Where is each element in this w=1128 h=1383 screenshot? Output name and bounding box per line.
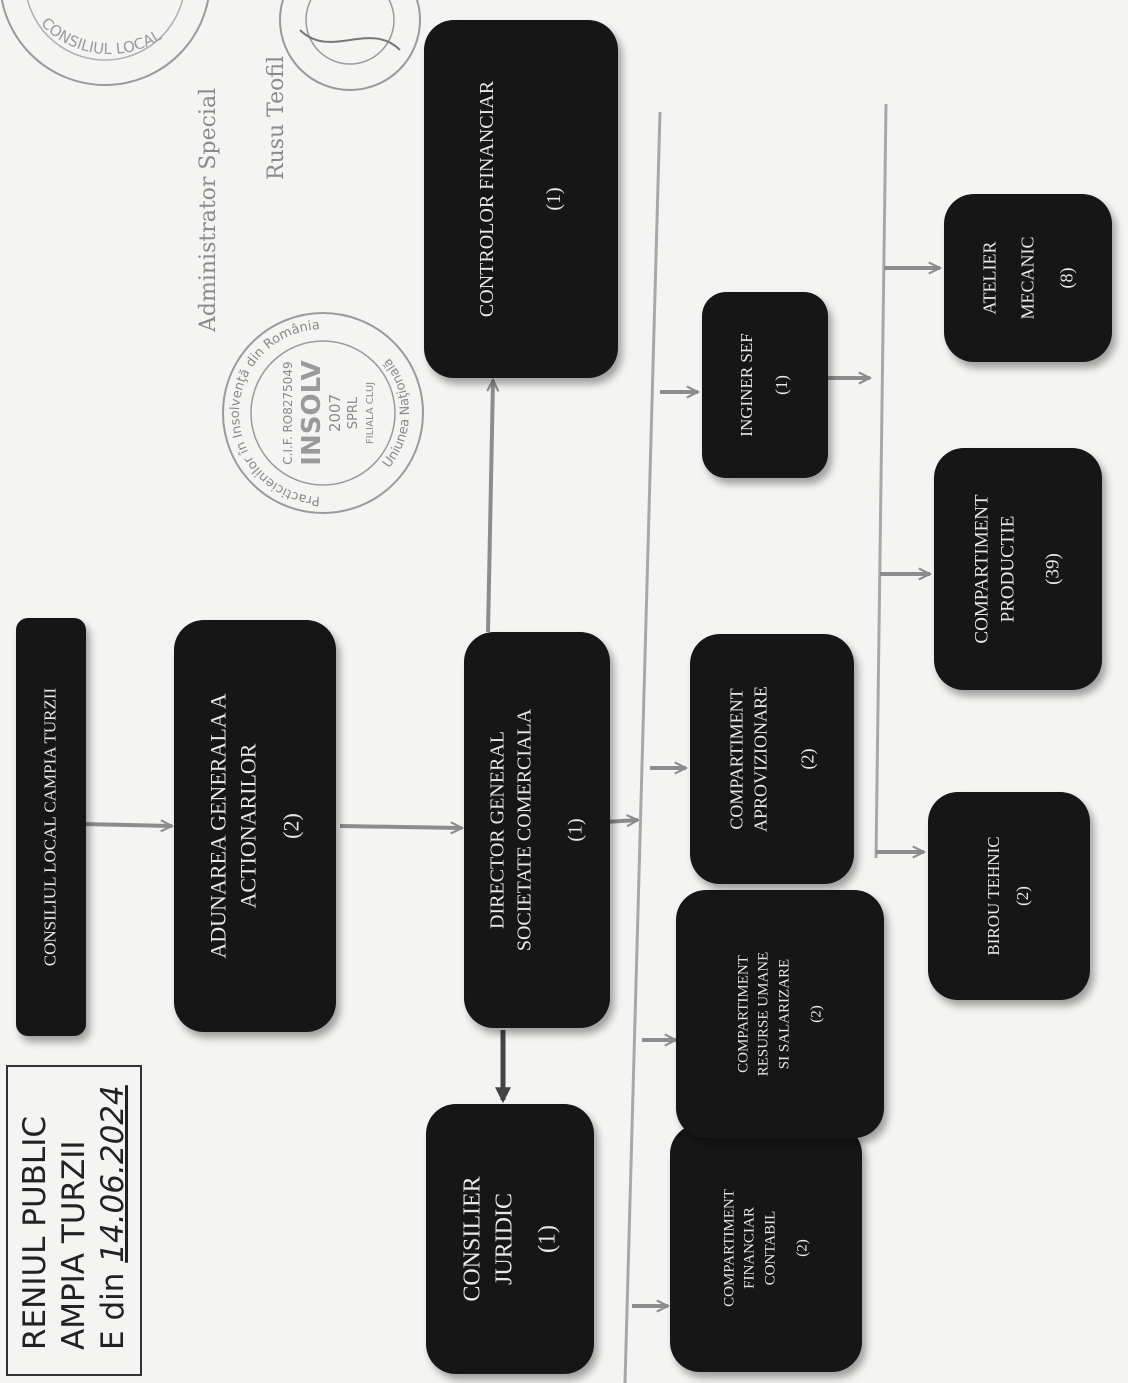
productie-line-1: COMPARTIMENT	[971, 494, 993, 644]
insolv-stamp-bottom: Uniunea Naţională	[380, 355, 413, 471]
council-stamp: CONSILIUL LOCAL	[0, 0, 210, 86]
arrow-adunarea-director	[339, 826, 462, 828]
node-comp-aprovizionare: COMPARTIMENT APROVIZIONARE (2)	[690, 634, 854, 884]
birou-count: (2)	[1013, 886, 1032, 906]
adunarea-line-2: ACTIONARILOR	[235, 743, 261, 909]
adunarea-count: (2)	[278, 813, 304, 839]
registration-line-3: E din 14.06.2024	[94, 1085, 131, 1350]
atelier-line-2: MECANIC	[1017, 236, 1038, 320]
resurse-line-2: RESURSE UMANE	[755, 951, 772, 1077]
arrow-director-bus	[604, 820, 638, 822]
inginer-line-1: INGINER SEF	[737, 333, 757, 437]
node-comp-productie: COMPARTIMENT PRODUCTIE (39)	[934, 448, 1102, 690]
registration-date: 14.06.2024	[94, 1085, 131, 1263]
controlor-count: (1)	[543, 187, 565, 211]
aprovizionare-line-1: COMPARTIMENT	[726, 688, 747, 830]
aprovizionare-line-2: APROVIZIONARE	[750, 686, 771, 832]
director-line-1: DIRECTOR GENERAL	[486, 731, 509, 929]
insolv-stamp-year: 2007	[326, 394, 344, 432]
administrator-title: Administrator Special	[196, 87, 221, 332]
atelier-line-1: ATELIER	[979, 241, 1000, 315]
aprovizionare-count: (2)	[797, 748, 818, 770]
resurse-line-3: SI SALARIZARE	[776, 958, 792, 1070]
node-inginer: INGINER SEF (1)	[702, 292, 828, 478]
registration-line-1: RENIUL PUBLIC	[17, 1116, 53, 1350]
insolv-stamp: Practicienilor în Insolvenţă din România…	[222, 312, 424, 514]
node-comp-financiar: COMPARTIMENT FINANCIAR CONTABIL (2)	[670, 1124, 862, 1372]
svg-text:Uniunea Naţională: Uniunea Naţională	[380, 355, 413, 471]
insolv-stamp-type: SPRL	[346, 396, 361, 429]
financiar-line-2: FINANCIAR	[741, 1207, 758, 1289]
insolv-stamp-name: INSOLV	[297, 360, 327, 465]
node-consilier: CONSILIER JURIDIC (1)	[426, 1104, 594, 1374]
arrow-consiliul-adunarea	[81, 824, 172, 826]
resurse-line-1: COMPARTIMENT	[735, 955, 752, 1073]
node-consiliul: CONSILIUL LOCAL CAMPIA TURZII	[16, 618, 86, 1036]
node-birou: BIROU TEHNIC (2)	[928, 792, 1090, 1000]
bus-line-2	[874, 103, 888, 859]
productie-count: (39)	[1042, 553, 1064, 585]
insolv-stamp-branch: FILIALA CLUJ	[365, 382, 376, 444]
council-stamp-text: CONSILIUL LOCAL	[38, 14, 165, 58]
consilier-line-1: CONSILIER	[459, 1176, 486, 1302]
node-atelier: ATELIER MECANIC (8)	[944, 194, 1112, 362]
arrow-director-controlor	[486, 380, 493, 633]
inginer-count: (1)	[772, 375, 791, 395]
registration-box: RENIUL PUBLIC AMPIA TURZII E din 14.06.2…	[6, 1065, 143, 1376]
node-director: DIRECTOR GENERAL SOCIETATE COMERCIALA (1…	[464, 632, 610, 1028]
birou-line-1: BIROU TEHNIC	[984, 836, 1004, 956]
financiar-count: (2)	[794, 1239, 811, 1257]
atelier-count: (8)	[1056, 267, 1077, 289]
svg-text:CONSILIUL LOCAL: CONSILIUL LOCAL	[38, 14, 165, 58]
consiliul-label: CONSILIUL LOCAL CAMPIA TURZII	[40, 687, 60, 967]
productie-line-2: PRODUCTIE	[997, 515, 1019, 623]
node-comp-resurse: COMPARTIMENT RESURSE UMANE SI SALARIZARE…	[676, 890, 884, 1138]
director-count: (1)	[564, 818, 587, 842]
consilier-line-2: JURIDIC	[491, 1193, 518, 1286]
financiar-line-1: COMPARTIMENT	[721, 1189, 738, 1307]
director-line-2: SOCIETATE COMERCIALA	[513, 708, 536, 952]
financiar-line-3: CONTABIL	[762, 1210, 778, 1286]
node-controlor: CONTROLOR FINANCIAR (1)	[424, 20, 618, 378]
controlor-line-1: CONTROLOR FINANCIAR	[476, 80, 498, 318]
registration-line-2: AMPIA TURZII	[55, 1140, 92, 1350]
adunarea-line-1: ADUNAREA GENERALA A	[205, 693, 231, 959]
node-adunarea: ADUNAREA GENERALA A ACTIONARILOR (2)	[174, 620, 336, 1032]
bus-line-1	[623, 111, 662, 1383]
partial-stamp-right	[279, 0, 421, 91]
consilier-count: (1)	[534, 1225, 561, 1253]
resurse-count: (2)	[808, 1005, 825, 1023]
insolv-stamp-cif: C.I.F. RO8275049	[281, 361, 295, 464]
